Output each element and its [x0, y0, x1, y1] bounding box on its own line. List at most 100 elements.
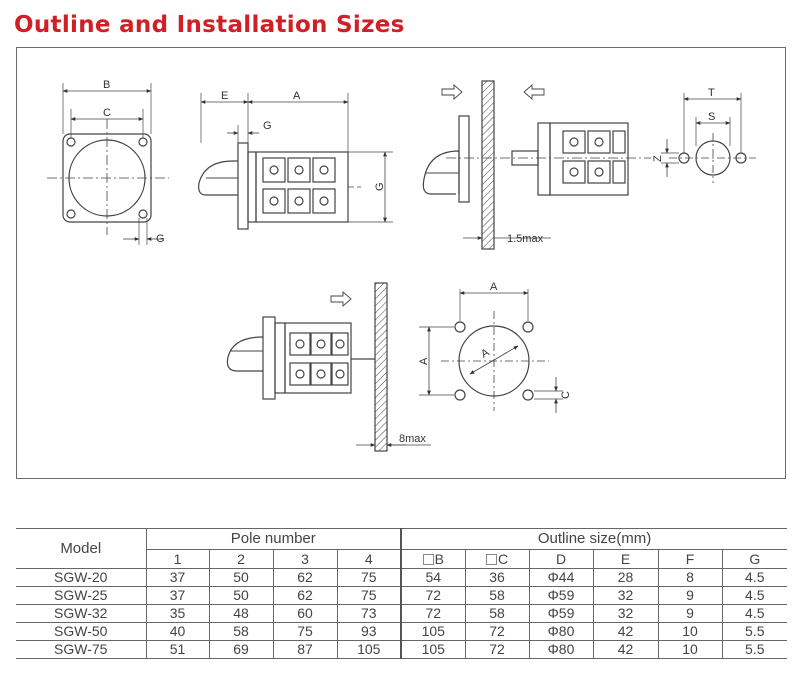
value-cell-p4: 75: [336, 586, 402, 605]
value-cell-g: 5.5: [721, 622, 788, 641]
outline-col-label: C: [497, 551, 509, 567]
value-cell-f: 10: [657, 622, 723, 641]
value-cell-p1: 37: [145, 568, 210, 587]
value-cell-p4: 75: [336, 568, 402, 587]
front-view: [47, 83, 169, 245]
dim-label-a-top: A: [490, 281, 498, 293]
value-cell-p3: 62: [272, 568, 338, 587]
value-cell-p3: 62: [272, 586, 338, 605]
value-cell-p3: 75: [272, 622, 338, 641]
value-cell-c: 58: [464, 604, 530, 623]
mounting-cutout-view: [419, 289, 563, 413]
dim-label-b: B: [103, 79, 110, 91]
value-cell-f: 9: [657, 586, 723, 605]
model-cell: SGW-50: [16, 622, 147, 641]
dim-label-s: S: [708, 111, 715, 123]
value-cell-c: 72: [464, 640, 530, 659]
outline-drawing-frame: B C G E A G G: [16, 47, 786, 479]
value-cell-p3: 60: [272, 604, 338, 623]
dim-label-c-cutout: C: [560, 391, 572, 399]
page-title: Outline and Installation Sizes: [14, 12, 405, 38]
value-cell-p4: 105: [336, 640, 402, 659]
value-cell-g: 4.5: [721, 586, 788, 605]
dim-label-a-side: A: [293, 90, 301, 102]
value-cell-f: 8: [657, 568, 723, 587]
value-cell-g: 4.5: [721, 604, 788, 623]
outline-col-header: F: [657, 549, 723, 569]
dim-label-g-side: G: [263, 120, 272, 132]
value-cell-b: 105: [400, 640, 466, 659]
value-cell-e: 42: [592, 640, 659, 659]
panel-mount-view: [422, 80, 651, 250]
value-cell-g: 4.5: [721, 568, 788, 587]
value-cell-d: Φ44: [528, 568, 594, 587]
table-header-row-1: Model Pole number Outline size(mm): [16, 528, 788, 569]
side-view: [198, 93, 393, 230]
rear-mount-view: [226, 282, 431, 452]
outline-col-label: B: [434, 551, 444, 567]
dim-label-8max: 8max: [399, 433, 426, 445]
pole-col-header: 2: [208, 549, 274, 569]
value-cell-g: 5.5: [721, 640, 788, 659]
value-cell-c: 58: [464, 586, 530, 605]
dim-label-z: Z: [652, 155, 664, 162]
pole-col-header: 4: [336, 549, 402, 569]
value-cell-e: 28: [592, 568, 659, 587]
outline-size-header: Outline size(mm): [399, 528, 788, 550]
dim-label-a-left: A: [418, 357, 430, 365]
outline-drawing: B C G E A G G: [47, 79, 756, 452]
value-cell-p1: 35: [145, 604, 210, 623]
dim-label-t: T: [708, 87, 715, 99]
value-cell-d: Φ59: [528, 604, 594, 623]
value-cell-b: 72: [400, 604, 466, 623]
pole-number-header: Pole number: [145, 528, 402, 550]
value-cell-b: 105: [400, 622, 466, 641]
value-cell-p2: 69: [208, 640, 274, 659]
dim-label-g-height: G: [374, 182, 386, 191]
square-icon: [422, 554, 434, 565]
value-cell-e: 42: [592, 622, 659, 641]
model-cell: SGW-20: [16, 568, 147, 587]
value-cell-f: 9: [657, 604, 723, 623]
dim-label-e: E: [221, 90, 228, 102]
value-cell-c: 36: [464, 568, 530, 587]
outline-col-header: G: [721, 549, 788, 569]
table-header-row-2: 1 2 3 4 B C D E F G: [16, 549, 788, 569]
dim-label-1-5max: 1.5max: [507, 233, 544, 245]
value-cell-p1: 40: [145, 622, 210, 641]
dim-label-g-front: G: [156, 233, 165, 245]
value-cell-p2: 58: [208, 622, 274, 641]
model-header: Model: [16, 528, 147, 569]
square-icon: [485, 554, 497, 565]
value-cell-p1: 51: [145, 640, 210, 659]
value-cell-c: 72: [464, 622, 530, 641]
cutout-view: [661, 93, 756, 183]
value-cell-f: 10: [657, 640, 723, 659]
value-cell-e: 32: [592, 604, 659, 623]
outline-col-header-c: C: [464, 549, 530, 569]
value-cell-b: 54: [400, 568, 466, 587]
value-cell-e: 32: [592, 586, 659, 605]
value-cell-p4: 93: [336, 622, 402, 641]
value-cell-p2: 50: [208, 568, 274, 587]
value-cell-b: 72: [400, 586, 466, 605]
outline-col-header: D: [528, 549, 594, 569]
value-cell-p2: 50: [208, 586, 274, 605]
value-cell-d: Φ80: [528, 622, 594, 641]
value-cell-d: Φ80: [528, 640, 594, 659]
dim-label-a-diag: A: [479, 346, 492, 360]
model-cell: SGW-75: [16, 640, 147, 659]
model-cell: SGW-32: [16, 604, 147, 623]
value-cell-p2: 48: [208, 604, 274, 623]
model-cell: SGW-25: [16, 586, 147, 605]
dim-label-c: C: [103, 107, 111, 119]
size-table: Model Pole number Outline size(mm) 1 2 3…: [16, 528, 788, 659]
outline-col-header: E: [592, 549, 659, 569]
pole-col-header: 1: [145, 549, 210, 569]
value-cell-p1: 37: [145, 586, 210, 605]
